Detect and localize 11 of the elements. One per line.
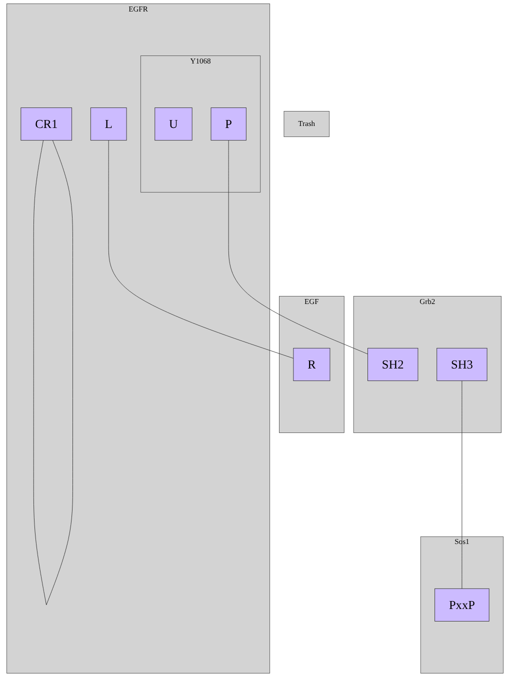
node-box: U <box>154 107 192 141</box>
connector <box>228 140 368 354</box>
node-box: R <box>293 348 330 382</box>
node-box: CR1 <box>20 107 72 141</box>
node-box: P <box>210 107 246 141</box>
connector <box>33 140 73 606</box>
node-box: SH3 <box>436 348 488 382</box>
node-box: L <box>90 107 127 141</box>
connector <box>108 140 294 359</box>
node-box: SH2 <box>368 348 418 382</box>
node-box: PxxP <box>434 588 490 622</box>
